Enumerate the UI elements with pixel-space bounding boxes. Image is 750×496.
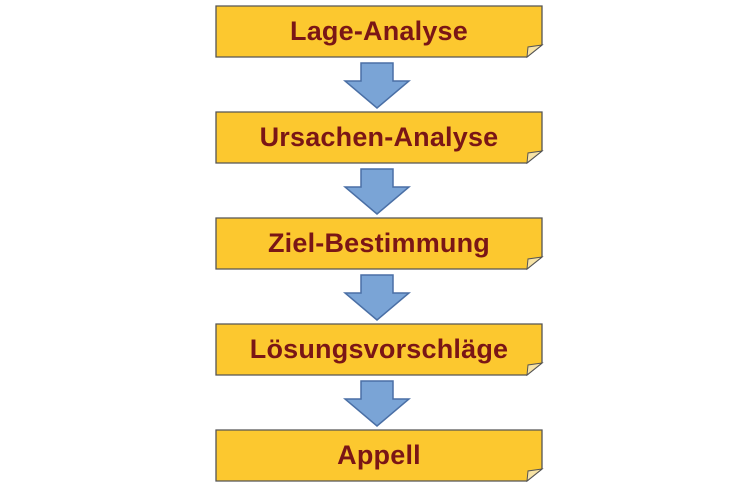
step-label: Ziel-Bestimmung <box>267 228 491 258</box>
step-lage-analyse: Lage-Analyse <box>215 5 544 59</box>
step-box <box>215 429 544 483</box>
step-box <box>215 111 544 165</box>
step-label: Lage-Analyse <box>290 16 468 46</box>
step-box <box>215 323 544 377</box>
step-box <box>215 217 544 271</box>
down-arrow-icon <box>343 168 411 215</box>
down-arrow-icon <box>343 380 411 427</box>
step-label: Appell <box>337 440 421 470</box>
step-label: Lösungsvorschläge <box>249 334 509 364</box>
step-appell: Appell <box>215 429 544 483</box>
step-loesungsvorschlaege: Lösungsvorschläge <box>215 323 544 377</box>
down-arrow-icon <box>343 62 411 109</box>
step-ursachen-analyse: Ursachen-Analyse <box>215 111 544 165</box>
step-ziel-bestimmung: Ziel-Bestimmung <box>215 217 544 271</box>
down-arrow-icon <box>343 274 411 321</box>
step-box <box>215 5 544 59</box>
step-label: Ursachen-Analyse <box>259 122 499 152</box>
